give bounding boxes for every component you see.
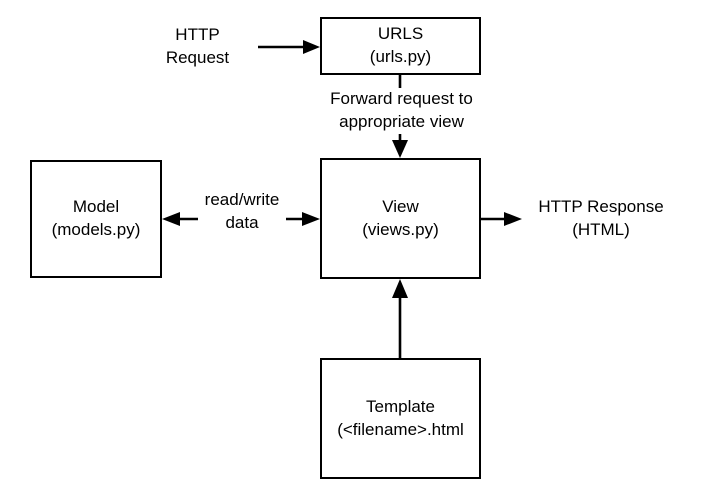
- caption-http-request: HTTP Request: [155, 24, 240, 70]
- edge-template-to-view: [392, 279, 408, 358]
- edge-label-forward-request: Forward request to appropriate view: [320, 88, 483, 134]
- node-model-title: Model: [72, 197, 120, 217]
- node-model-subtitle: (models.py): [51, 220, 141, 239]
- edge-view-to-http-response: [481, 212, 522, 226]
- caption-http-response: HTTP Response (HTML): [529, 196, 673, 242]
- edge-label-read-write-line1: read/write: [204, 190, 280, 209]
- edge-label-forward-request-line1: Forward request to: [330, 89, 473, 108]
- node-urls[interactable]: URLS (urls.py): [320, 17, 481, 75]
- edge-http-request-to-urls: [258, 40, 320, 54]
- edge-label-forward-request-line2: appropriate view: [339, 111, 464, 131]
- node-template[interactable]: Template (<filename>.html: [320, 358, 481, 479]
- node-view-subtitle: (views.py): [362, 219, 439, 239]
- node-urls-title: URLS: [377, 24, 424, 44]
- node-view-title: View: [382, 196, 419, 216]
- caption-http-response-line1: HTTP Response: [538, 197, 664, 216]
- edge-view-to-model: [162, 212, 203, 226]
- caption-http-request-line1: HTTP: [175, 25, 220, 44]
- node-template-title: Template: [366, 396, 435, 416]
- node-model[interactable]: Model (models.py): [30, 160, 162, 278]
- caption-http-request-line2: Request: [165, 47, 230, 67]
- edge-label-read-write: read/write data: [198, 189, 286, 235]
- node-urls-subtitle: (urls.py): [369, 47, 432, 66]
- node-template-subtitle: (<filename>.html: [337, 419, 464, 439]
- edge-label-read-write-line2: data: [225, 212, 259, 232]
- node-view[interactable]: View (views.py): [320, 158, 481, 279]
- caption-http-response-line2: (HTML): [572, 219, 630, 239]
